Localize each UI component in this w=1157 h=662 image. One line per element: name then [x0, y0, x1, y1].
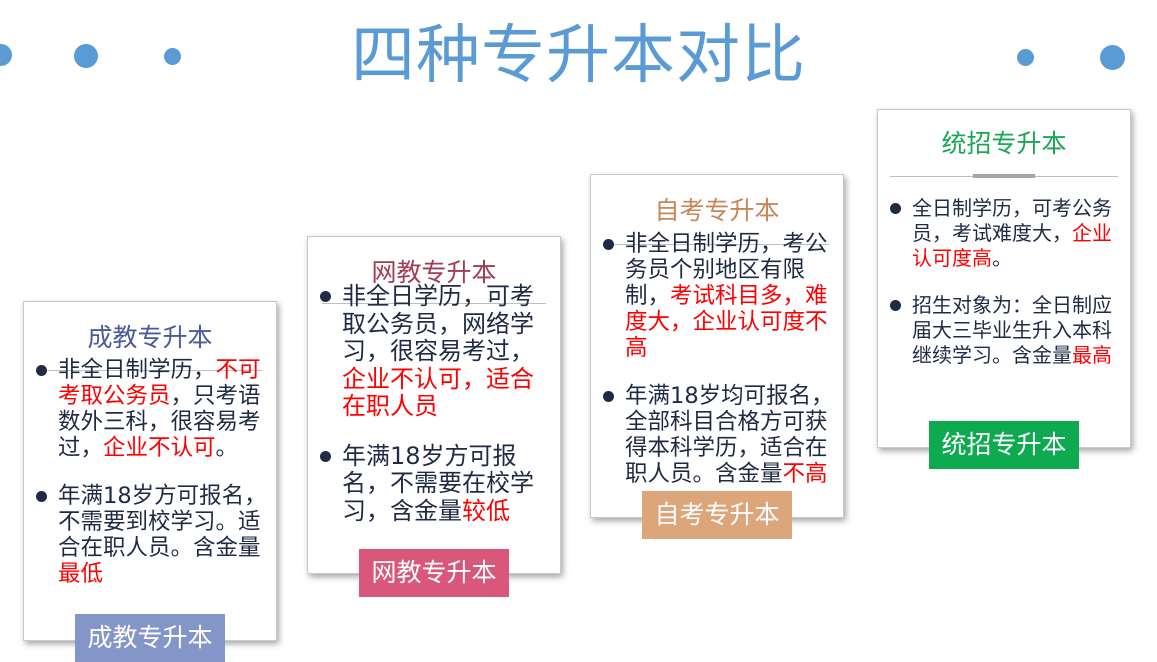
card-chengjiao: 成教专升本 非全日制学历，不可考取公务员，只考语数外三科，很容易考过，企业不认可…	[23, 301, 277, 641]
page-title: 四种专升本对比	[351, 19, 806, 93]
decorative-dot	[0, 44, 12, 66]
highlight-text: 最低	[58, 561, 104, 587]
point-text: 招生对象为：全日制应届大三毕业生升入本科继续学习。含金量	[912, 293, 1112, 367]
highlight-text: 较低	[462, 496, 510, 525]
highlight-text: 企业不认可，适合在职人员	[342, 364, 534, 420]
card-tongzhao: 统招专升本 全日制学历，可考公务员，考试难度大，企业认可度高。招生对象为：全日制…	[877, 109, 1131, 448]
point-text: 。	[215, 435, 239, 461]
highlight-text: 考试科目多，难度大，企业认可度不高	[625, 283, 828, 361]
point-text: 年满18岁均可报名，全部科目合格方可获得本科学历，适合在职人员。含金量	[625, 383, 834, 487]
card-points: 非全日学历，可考取公务员，网络学习，很容易考过，企业不认可，适合在职人员年满18…	[320, 282, 554, 526]
point-item: 年满18岁均可报名，全部科目合格方可获得本科学历，适合在职人员。含金量不高	[603, 383, 839, 487]
point-item: 非全日制学历，考公务员个别地区有限制，考试科目多，难度大，企业认可度不高	[603, 231, 839, 361]
point-text: 全日制学历，可考公务员，考试难度大，	[912, 196, 1112, 245]
highlight-text: 不高	[782, 461, 828, 487]
bullet-icon	[36, 490, 47, 502]
bullet-icon	[890, 203, 901, 214]
point-text: ，只考语数外三科，很容易考过，	[58, 383, 261, 461]
card-tag-zikao: 自考专升本	[642, 491, 792, 539]
point-item: 全日制学历，可考公务员，考试难度大，企业认可度高。	[890, 196, 1122, 271]
divider-accent	[973, 174, 1035, 178]
divider	[38, 370, 262, 371]
decorative-dot	[74, 44, 98, 68]
card-zikao: 自考专升本 非全日制学历，考公务员个别地区有限制，考试科目多，难度大，企业认可度…	[590, 174, 844, 518]
bullet-icon	[603, 238, 614, 250]
highlight-text: 企业认可度高	[912, 221, 1112, 270]
decorative-dot	[1100, 45, 1125, 70]
highlight-text: 企业不认可	[103, 435, 216, 461]
divider	[322, 303, 546, 304]
bullet-icon	[320, 291, 331, 303]
card-tag-wangjiao: 网教专升本	[359, 549, 509, 597]
bullet-icon	[320, 450, 331, 462]
card-heading: 成教专升本	[87, 323, 213, 352]
highlight-text: 不可考取公务员	[58, 357, 261, 409]
point-text: 年满18岁方可报名，不需要到校学习。适合在职人员。含金量	[58, 483, 267, 561]
point-text: 。	[992, 246, 1012, 270]
point-text: 非全日制学历，考公务员个别地区有限制，	[625, 231, 828, 309]
point-text: 年满18岁方可报名，不需要在校学习，含金量	[342, 441, 534, 525]
card-points: 非全日制学历，考公务员个别地区有限制，考试科目多，难度大，企业认可度不高年满18…	[603, 231, 839, 487]
point-item: 招生对象为：全日制应届大三毕业生升入本科继续学习。含金量最高	[890, 293, 1122, 368]
card-wangjiao: 网教专升本 非全日学历，可考取公务员，网络学习，很容易考过，企业不认可，适合在职…	[307, 236, 561, 574]
decorative-dot	[1017, 49, 1034, 66]
point-item: 年满18岁方可报名，不需要在校学习，含金量较低	[320, 441, 554, 526]
divider	[605, 244, 829, 245]
card-points: 非全日制学历，不可考取公务员，只考语数外三科，很容易考过，企业不认可。年满18岁…	[36, 357, 270, 587]
bullet-icon	[890, 300, 901, 311]
point-text: 非全日制学历，	[58, 357, 216, 383]
point-item: 非全日制学历，不可考取公务员，只考语数外三科，很容易考过，企业不认可。	[36, 357, 270, 461]
card-heading: 网教专升本	[371, 258, 497, 287]
point-item: 年满18岁方可报名，不需要到校学习。适合在职人员。含金量最低	[36, 483, 270, 587]
bullet-icon	[603, 390, 614, 402]
card-tag-chengjiao: 成教专升本	[75, 614, 225, 662]
bullet-icon	[36, 364, 47, 376]
point-text: 非全日学历，可考取公务员，网络学习，很容易考过，	[342, 282, 534, 365]
highlight-text: 最高	[1072, 343, 1112, 367]
decorative-dot	[164, 48, 181, 65]
card-heading: 统招专升本	[941, 129, 1067, 158]
card-tag-tongzhao: 统招专升本	[929, 421, 1079, 469]
point-item: 非全日学历，可考取公务员，网络学习，很容易考过，企业不认可，适合在职人员	[320, 282, 554, 421]
card-points: 全日制学历，可考公务员，考试难度大，企业认可度高。招生对象为：全日制应届大三毕业…	[890, 196, 1122, 368]
card-heading: 自考专升本	[654, 196, 780, 225]
